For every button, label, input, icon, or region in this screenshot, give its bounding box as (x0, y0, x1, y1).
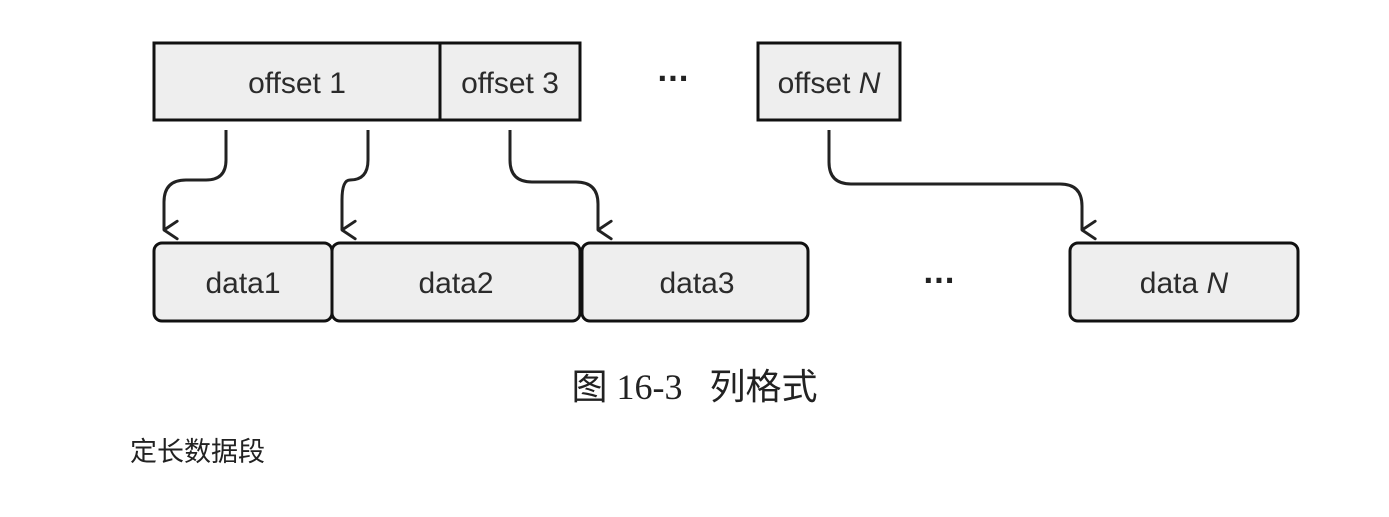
arrow-offset2-to-data2 (340, 130, 370, 241)
offset-label-3: offset 3 (461, 67, 559, 100)
data-label-3: data3 (659, 267, 734, 300)
data-ellipsis: ··· (923, 264, 955, 297)
arrow-offsetn-to-datan (827, 130, 1097, 241)
offset-label-n: offset N (778, 67, 881, 100)
offset-label-1: offset 1 (248, 67, 346, 100)
data-label-1: data1 (205, 267, 280, 300)
arrow-offset3-to-data3 (508, 130, 613, 241)
data-box-3: data3 (580, 241, 810, 323)
data-label-2: data2 (418, 267, 493, 300)
section-heading: 定长数据段 (130, 437, 265, 468)
column-format-diagram: offset 1 offset 3 ··· offset N data1 dat… (152, 41, 1300, 323)
offset-box-1: offset 1 (152, 41, 442, 122)
offset-box-3: offset 3 (438, 41, 582, 122)
data-label-n: data N (1140, 267, 1229, 300)
arrow-offset1-to-data1 (162, 130, 228, 241)
offset-box-n: offset N (756, 41, 902, 122)
offset-ellipsis: ··· (657, 62, 689, 95)
data-box-2: data2 (330, 241, 582, 323)
figure-caption: 图 16-3 列格式 (571, 367, 818, 407)
data-box-n: data N (1068, 241, 1300, 323)
data-box-1: data1 (152, 241, 334, 323)
